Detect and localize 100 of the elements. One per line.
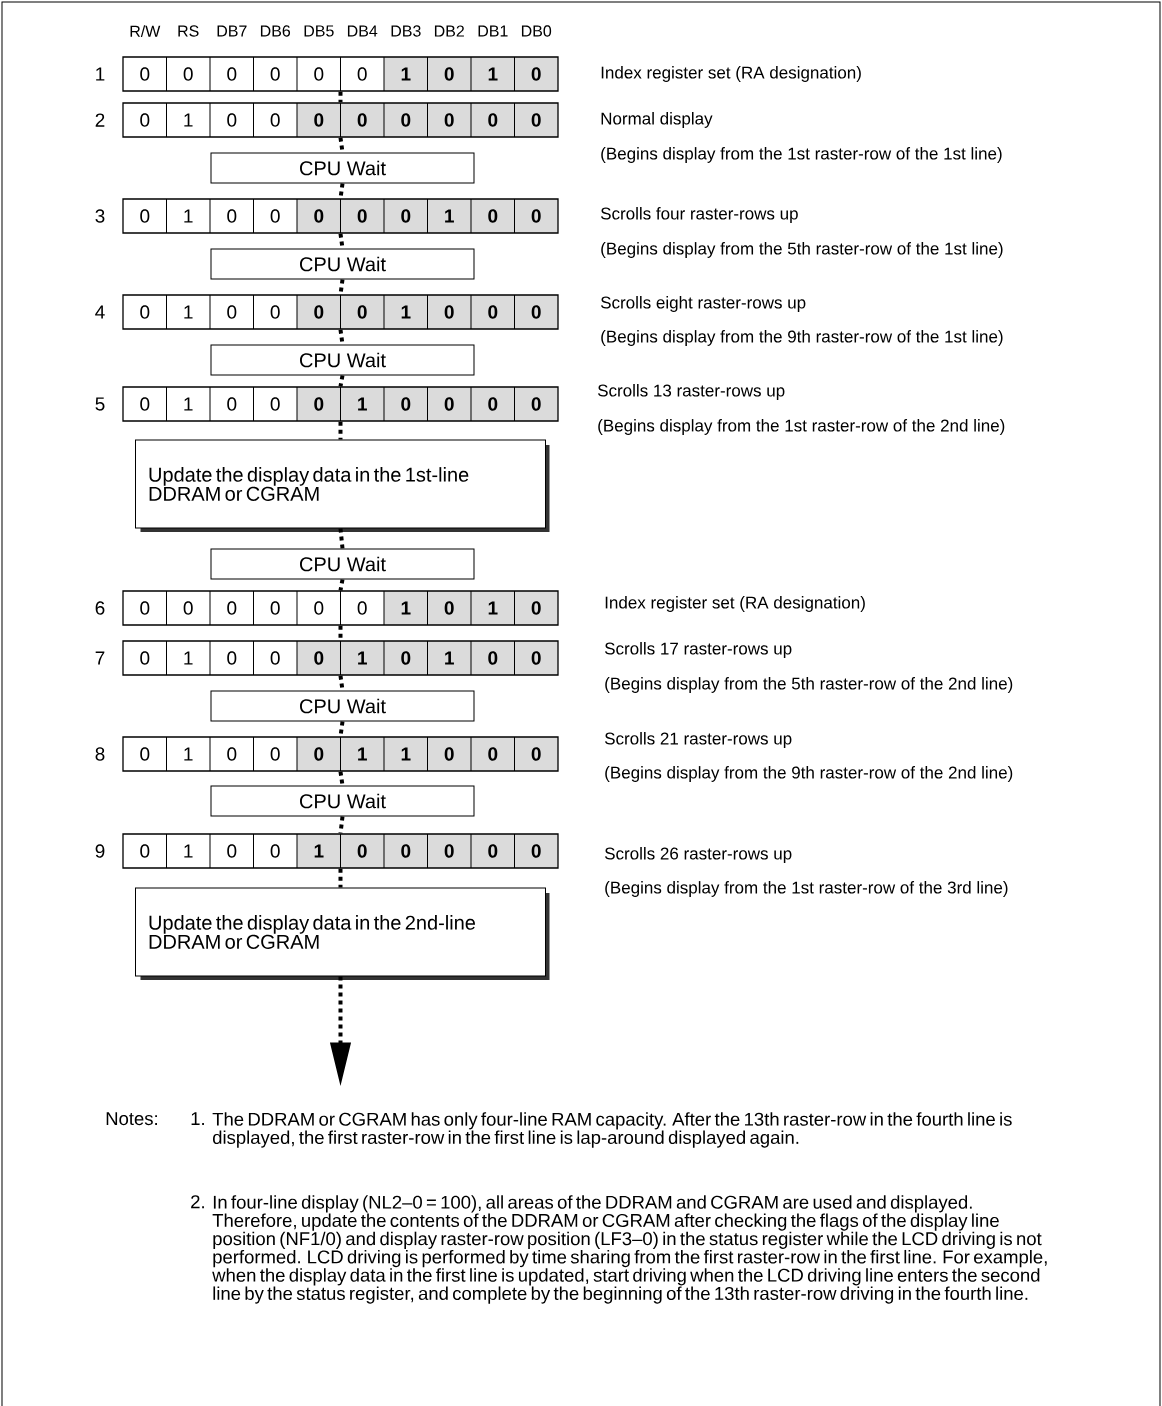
column-header: DB6 — [260, 25, 291, 37]
bit-value: 0 — [357, 113, 367, 127]
row-description: Scrolls 26 raster-rows up — [604, 847, 792, 863]
column-header: DB5 — [304, 25, 334, 37]
bit-value: 0 — [444, 397, 454, 411]
bit-value: 0 — [357, 844, 367, 858]
bit-value: 0 — [140, 113, 150, 127]
column-header: DB4 — [347, 25, 378, 37]
bit-value: 0 — [444, 844, 454, 858]
register-row — [122, 590, 559, 626]
process-box: Update the display data in the 1st-line DDRAM or CGRAM — [135, 439, 550, 532]
bit-value: 0 — [140, 747, 150, 761]
bit-value: 0 — [401, 113, 411, 127]
bit-value: 0 — [488, 397, 498, 411]
note-number: 2. — [191, 1195, 204, 1209]
bit-value: 0 — [531, 209, 541, 223]
bit-value: 1 — [358, 747, 367, 761]
connector-line — [338, 329, 345, 345]
register-row — [122, 102, 559, 138]
bit-value: 0 — [531, 67, 541, 81]
bit-value: 0 — [357, 67, 367, 81]
bit-value: 1 — [488, 67, 498, 81]
note-number: 1. — [191, 1112, 204, 1125]
column-header: DB7 — [217, 25, 247, 37]
connector-line — [338, 183, 345, 199]
bit-value: 1 — [445, 209, 454, 223]
connector-line — [338, 279, 345, 295]
notes-heading: Notes: — [106, 1112, 157, 1126]
connector-line — [338, 91, 343, 103]
bit-value: 0 — [531, 113, 541, 127]
column-header: RS — [178, 25, 199, 37]
process-box: Update the display data in the 2nd-line DDRAM or CGRAM — [135, 887, 550, 980]
bit-value: 0 — [314, 67, 324, 81]
bit-value: 0 — [488, 747, 498, 761]
bit-value: 0 — [531, 397, 541, 411]
note-text: In four-line display (NL2–0 = 100), all areas of the DDRAM and CGRAM are used and displayed. Therefore, update the contents of the DDRAM or CGRAM after checking the flags of the display line position (NF1/0) and display raster-row position (LF3–0) in the status register while the LCD driving is not performed. LCD driving is performed by time sharing from the first raster-row in the first line. For example, when the display data in the first line is updated, start driving when the LCD driving line enters the second line by the status register, and complete by the beginning of the 13th raster-row driving in the fourth line. — [212, 1195, 1047, 1304]
bit-value: 0 — [227, 844, 237, 858]
bit-value: 0 — [444, 67, 454, 81]
row-description: (Begins display from the 9th raster-row of the 1st line) — [601, 330, 1003, 346]
wait-box: CPU Wait — [210, 248, 475, 280]
wait-box: CPU Wait — [210, 344, 475, 376]
bit-value: 1 — [184, 651, 193, 665]
bit-value: 0 — [488, 209, 498, 223]
bit-value: 0 — [314, 113, 324, 127]
bit-value: 0 — [270, 651, 280, 665]
connector-line — [338, 625, 343, 641]
bit-value: 0 — [140, 651, 150, 665]
column-header: DB3 — [391, 25, 421, 37]
bit-value: 0 — [227, 113, 237, 127]
bit-value: 0 — [488, 651, 498, 665]
row-number: 8 — [95, 747, 105, 761]
bit-value: 1 — [358, 651, 367, 665]
row-description: Index register set (RA designation) — [601, 66, 861, 82]
bit-value: 0 — [444, 305, 454, 319]
row-description: Scrolls 21 raster-rows up — [604, 732, 792, 748]
bit-value: 0 — [270, 397, 280, 411]
bit-value: 0 — [270, 601, 280, 615]
bit-value: 0 — [227, 209, 237, 223]
bit-value: 0 — [227, 397, 237, 411]
bit-value: 0 — [227, 651, 237, 665]
bit-value: 0 — [227, 305, 237, 319]
bit-value: 0 — [183, 601, 193, 615]
bit-value: 0 — [314, 397, 324, 411]
bit-value: 0 — [270, 747, 280, 761]
bit-value: 0 — [401, 397, 411, 411]
row-description: Index register set (RA designation) — [605, 596, 865, 612]
row-number: 6 — [95, 601, 105, 615]
wait-box: CPU Wait — [210, 152, 475, 184]
connector-line — [338, 771, 345, 786]
column-header: R/W — [130, 25, 161, 37]
connector-line — [338, 721, 345, 737]
bit-value: 0 — [140, 601, 150, 615]
bit-value: 0 — [227, 601, 237, 615]
bit-value: 0 — [531, 747, 541, 761]
bit-value: 0 — [270, 67, 280, 81]
bit-value: 0 — [488, 844, 498, 858]
bit-value: 0 — [401, 651, 411, 665]
row-description: Scrolls 13 raster-rows up — [597, 384, 785, 400]
row-description: Scrolls four raster-rows up — [600, 207, 798, 223]
bit-value: 1 — [184, 305, 193, 319]
bit-value: 0 — [140, 209, 150, 223]
bit-value: 0 — [488, 113, 498, 127]
bit-value: 1 — [401, 67, 411, 81]
bit-value: 0 — [444, 601, 454, 615]
bit-value: 0 — [488, 305, 498, 319]
wait-box: CPU Wait — [210, 690, 475, 722]
bit-value: 0 — [227, 747, 237, 761]
connector-line — [338, 816, 345, 834]
bit-value: 1 — [184, 209, 193, 223]
connector-line — [338, 579, 345, 591]
bit-value: 1 — [401, 601, 411, 615]
bit-value: 1 — [445, 651, 454, 665]
bit-value: 0 — [531, 601, 541, 615]
bit-value: 0 — [444, 747, 454, 761]
bit-value: 0 — [140, 844, 150, 858]
connector-line — [338, 868, 343, 888]
bit-value: 0 — [531, 305, 541, 319]
row-number: 3 — [95, 209, 105, 223]
bit-value: 1 — [184, 113, 193, 127]
row-number: 2 — [95, 113, 105, 127]
